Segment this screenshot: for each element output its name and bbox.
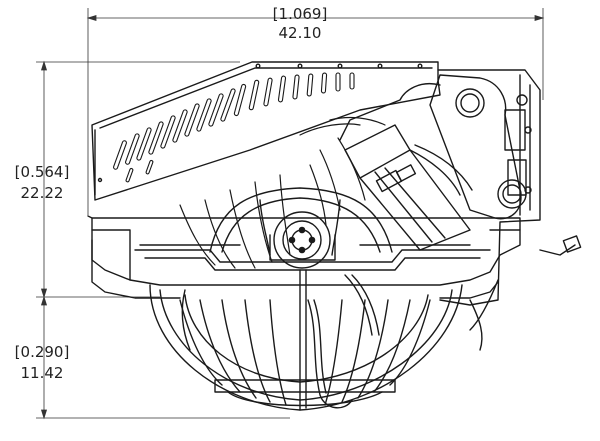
height-arrow-mid-up — [42, 289, 47, 297]
part-outline — [88, 62, 581, 410]
side-cable — [182, 275, 482, 350]
lower-height-dimension-inches: [0.290] — [14, 343, 70, 361]
upper-height-dimension-mm: 22.22 — [20, 184, 64, 202]
right-housing — [438, 70, 581, 330]
width-dimension-inches: [1.069] — [272, 5, 328, 23]
mounting-bracket — [88, 216, 520, 298]
height-arrow-bottom — [42, 410, 47, 418]
motor-cylinder — [345, 125, 472, 250]
upper-height-dimension-inches: [0.564] — [14, 163, 70, 181]
vent-slots — [113, 73, 354, 182]
width-arrow-left — [88, 16, 96, 21]
top-perforated-plate — [92, 62, 440, 200]
height-arrow-mid-down — [42, 297, 47, 305]
center-hub — [210, 188, 392, 268]
dimension-lines — [36, 8, 543, 418]
height-arrow-top — [42, 62, 47, 70]
diagonal-arm — [340, 75, 526, 219]
lower-height-dimension-mm: 11.42 — [20, 364, 64, 382]
fan-cage-dome — [150, 270, 462, 410]
width-dimension-mm: 42.10 — [278, 24, 322, 42]
width-arrow-right — [535, 16, 543, 21]
